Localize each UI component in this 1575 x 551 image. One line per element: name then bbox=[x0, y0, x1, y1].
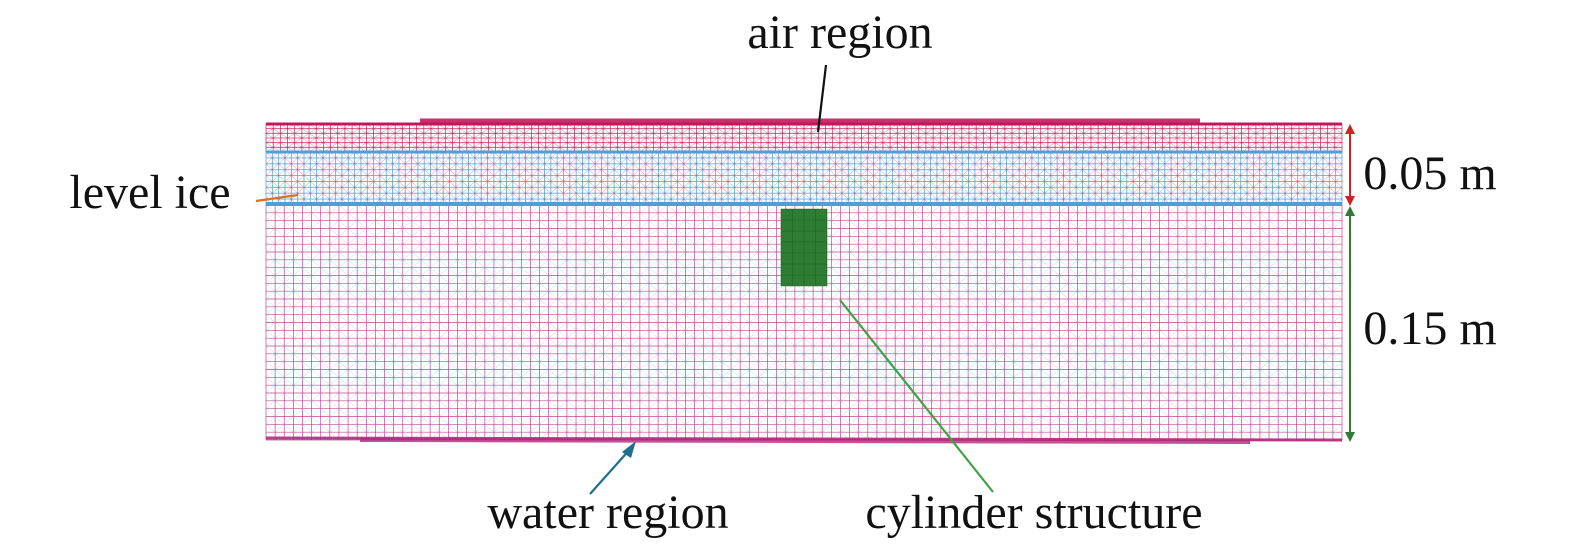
ice-thickness-dimension bbox=[1345, 124, 1355, 206]
level-ice-leader bbox=[255, 193, 299, 203]
cylinder-structure-label: cylinder structure bbox=[865, 486, 1202, 539]
cylinder-mesh bbox=[780, 208, 828, 287]
ice-thickness-label: 0.05 m bbox=[1363, 147, 1496, 200]
air-region-label: air region bbox=[747, 6, 932, 59]
air-region-leader bbox=[816, 64, 828, 133]
air-region-mesh bbox=[265, 118, 1343, 153]
cylinder-structure-leader bbox=[839, 299, 994, 493]
level-ice-label: level ice bbox=[69, 166, 230, 219]
water-region-label: water region bbox=[487, 486, 728, 539]
water-region-leader bbox=[589, 446, 633, 495]
water-depth-label: 0.15 m bbox=[1363, 302, 1496, 355]
water-region-arrowhead bbox=[622, 441, 636, 458]
level-ice-mesh bbox=[265, 150, 1343, 206]
water-depth-dimension bbox=[1345, 206, 1355, 442]
